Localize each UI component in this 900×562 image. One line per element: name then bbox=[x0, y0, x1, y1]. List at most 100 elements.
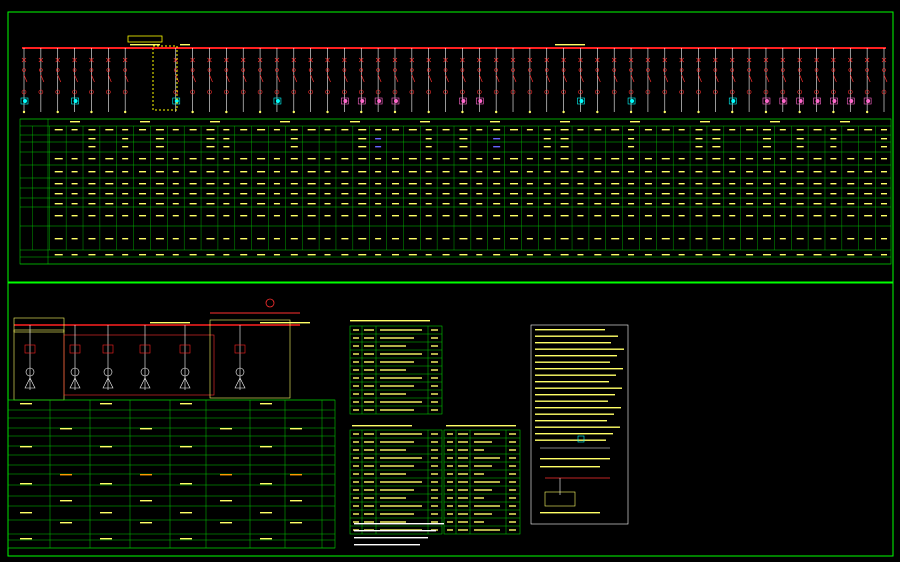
legend-code bbox=[353, 513, 359, 515]
table-cell-text bbox=[746, 238, 754, 240]
table-cell-text bbox=[189, 254, 197, 256]
table-cell-text bbox=[712, 171, 721, 173]
legend-symbol bbox=[364, 345, 374, 347]
note-line bbox=[535, 381, 609, 383]
table-cell-text bbox=[155, 183, 164, 185]
load-symbol-fill bbox=[360, 99, 365, 103]
switch-contact bbox=[89, 68, 94, 72]
table-cell-text bbox=[273, 203, 280, 205]
table-cell-text bbox=[847, 203, 855, 205]
table-cell-text bbox=[240, 129, 248, 131]
note-line bbox=[535, 335, 618, 337]
table-cell-text bbox=[661, 183, 670, 185]
table-cell-text bbox=[442, 254, 450, 256]
table-cell-text bbox=[594, 238, 602, 240]
terminal-dot bbox=[123, 110, 127, 114]
ct-symbol bbox=[38, 89, 44, 95]
breaker-mark bbox=[881, 57, 887, 63]
breaker-mark bbox=[831, 57, 836, 63]
switch-contact bbox=[747, 68, 751, 72]
table-cell-text bbox=[122, 203, 129, 205]
table-cell-text bbox=[762, 158, 771, 160]
table-cell-text bbox=[830, 215, 837, 217]
table-cell-text bbox=[526, 215, 533, 217]
table-cell-text bbox=[577, 129, 584, 131]
legend-desc bbox=[474, 449, 484, 451]
legend-symbol bbox=[364, 393, 374, 395]
table-cell-text bbox=[594, 203, 602, 205]
table-cell-text bbox=[746, 171, 754, 173]
switch-blade bbox=[580, 74, 584, 83]
sub-feeder-3 bbox=[102, 325, 114, 390]
table-cell-text bbox=[644, 203, 652, 205]
table-cell-text bbox=[813, 215, 822, 217]
table-cell-text bbox=[543, 146, 551, 148]
table-cell-text bbox=[813, 158, 822, 160]
ct-symbol bbox=[375, 89, 381, 95]
table-cell-text bbox=[273, 238, 280, 240]
feeder-49 bbox=[830, 48, 838, 114]
feeder-7 bbox=[122, 48, 129, 114]
table-cell-text bbox=[122, 183, 129, 185]
switch-contact bbox=[781, 68, 785, 72]
table-cell-text bbox=[341, 203, 349, 205]
breaker-mark bbox=[662, 57, 668, 63]
legend-code bbox=[447, 449, 453, 451]
table-cell-text bbox=[847, 171, 855, 173]
table-cell-text bbox=[189, 238, 197, 240]
terminal-dot bbox=[22, 110, 26, 114]
table-cell-text bbox=[628, 171, 635, 173]
feeder-2 bbox=[38, 48, 45, 112]
switch-blade bbox=[23, 74, 28, 83]
legend-desc bbox=[380, 409, 414, 411]
legend-desc bbox=[474, 521, 484, 523]
legend-desc bbox=[380, 401, 422, 403]
switch-contact bbox=[561, 68, 566, 72]
table-cell-text bbox=[358, 238, 367, 240]
table-cell-text bbox=[628, 146, 635, 148]
table-cell-text bbox=[375, 193, 382, 195]
table-cell-text bbox=[526, 129, 533, 131]
load-symbol-fill bbox=[781, 99, 786, 103]
table-cell-text bbox=[290, 171, 298, 173]
table-cell-text bbox=[391, 129, 399, 131]
table-cell-text bbox=[864, 129, 873, 131]
table-cell-text bbox=[257, 203, 266, 205]
table-cell-text bbox=[206, 215, 215, 217]
legend-code bbox=[447, 505, 453, 507]
feeder-16 bbox=[273, 48, 282, 112]
load-symbol bbox=[627, 97, 636, 105]
table-cell-text bbox=[543, 254, 551, 256]
feeder-29 bbox=[493, 48, 500, 114]
legend-code bbox=[353, 369, 359, 371]
sub-table-cell bbox=[180, 446, 192, 448]
top-feeder-group bbox=[20, 44, 888, 114]
table-header-text bbox=[350, 121, 360, 123]
table-cell-text bbox=[493, 215, 501, 217]
ct-symbol bbox=[342, 89, 347, 95]
terminal-dot bbox=[494, 110, 498, 114]
table-cell-text bbox=[54, 129, 63, 131]
legend-symbol bbox=[458, 521, 468, 523]
table-cell-text bbox=[543, 203, 551, 205]
legend-symbol bbox=[458, 457, 468, 459]
switch-blade bbox=[748, 74, 753, 83]
legend-qty bbox=[431, 481, 438, 483]
table-cell-text bbox=[290, 183, 298, 185]
ct-symbol bbox=[527, 89, 533, 95]
legend-code bbox=[353, 465, 359, 467]
table-cell-text bbox=[88, 215, 96, 217]
table-cell-text bbox=[88, 146, 96, 148]
ct-symbol bbox=[291, 89, 297, 95]
table-cell-text bbox=[88, 171, 96, 173]
legend-symbol bbox=[364, 361, 374, 363]
breaker-mark bbox=[240, 57, 246, 63]
breaker-mark bbox=[628, 57, 634, 63]
load-symbol-fill bbox=[343, 99, 348, 103]
table-cell-text bbox=[54, 254, 63, 256]
sub-table-cell bbox=[220, 428, 232, 430]
table-cell-text bbox=[442, 129, 450, 131]
table-cell-text bbox=[54, 215, 63, 217]
switch-blade bbox=[715, 74, 719, 83]
table-cell-text bbox=[644, 254, 652, 256]
